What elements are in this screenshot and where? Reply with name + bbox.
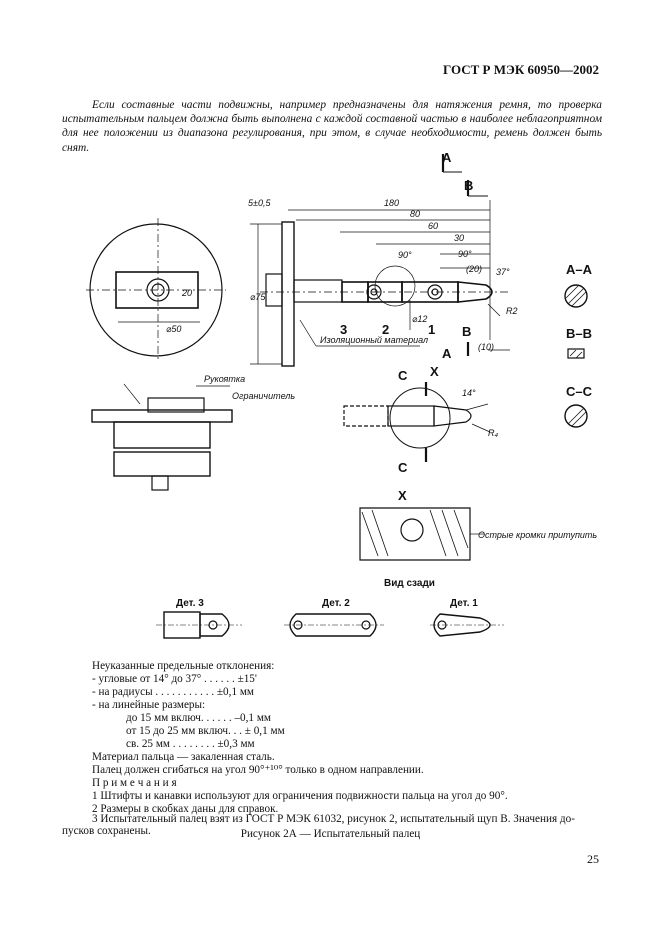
note-2: 2 Размеры в скобках даны для справок. [92,803,279,815]
technical-drawing: 5±0,5 180 80 60 30 90° 90° (20) 37° 20 ⌀… [86,150,597,639]
section-a-bottom: А [442,346,452,361]
angle-90a: 90° [398,250,412,260]
part-1-label: 1 [428,322,435,337]
angle-90b: 90° [458,249,472,259]
section-c-bottom: С [398,460,408,475]
label-bb: В–В [566,326,592,341]
dim-20-paren: (20) [466,264,482,274]
handle-label: Рукоятка [204,374,245,384]
dim-5: 5±0,5 [248,198,271,208]
label-aa: А–А [566,262,593,277]
material-line: Материал пальца — закаленная сталь. [92,751,275,763]
tolerance-linear: - на линейные размеры: [92,699,206,711]
notes-block: Неуказанные предельные отклонения: - угл… [92,660,612,816]
tolerance-radius: - на радиусы . . . . . . . . . . . ±0,1 … [92,686,254,698]
part-2-label: 2 [382,322,389,337]
intro-paragraph: Если составные части подвижны, например … [62,99,602,154]
det2-label: Дет. 2 [322,598,350,609]
note-3-block: 3 Испытательный палец взят из ГОСТ Р МЭК… [62,813,575,837]
detail-x-label: Х [398,488,407,503]
finger-rod-back [293,279,343,303]
tolerance-upto15: до 15 мм включ. . . . . . –0,1 мм [126,712,271,724]
tolerance-angular: - угловые от 14° до 37° . . . . . . ±15' [92,673,257,685]
part-3-label: 3 [340,322,347,337]
note-3-cont: пусков сохранены. [62,825,151,837]
handle-top [147,397,205,413]
limiter-plate [281,221,295,367]
handle-stem [151,475,169,491]
notes-heading: П р и м е ч а н и я [92,777,177,789]
finger-tip [457,281,493,303]
section-a-top: А [442,150,452,165]
note-3: 3 Испытательный палец взят из ГОСТ Р МЭК… [92,813,575,825]
tolerance-15to25: от 15 до 25 мм включ. . . ± 0,1 мм [126,725,285,737]
dim-80: 80 [410,209,420,219]
handle-block [113,421,211,449]
page-number: 25 [587,852,599,866]
det1-label: Дет. 1 [450,598,478,609]
section-b-top: В [464,178,473,193]
angle-14: 14° [462,388,476,398]
dim-12: ⌀12 [412,314,427,324]
dim-10: (10) [478,342,494,352]
rear-view-label: Вид сзади [384,578,435,589]
dim-60: 60 [428,221,438,231]
note-1: 1 Штифты и канавки используют для ограни… [92,790,508,802]
radius-r: R₄ [488,428,498,438]
figure-caption: Рисунок 2А — Испытательный палец [240,828,421,840]
handle-body [265,273,283,307]
dim-30: 30 [454,233,464,243]
dim-180: 180 [384,198,399,208]
tolerance-heading: Неуказанные предельные отклонения: [92,660,275,672]
section-c-top: С [398,368,408,383]
handle-block-2 [113,451,211,477]
tolerance-over25: св. 25 мм . . . . . . . . ±0,3 мм [126,738,255,750]
dim-20: 20 [181,288,192,298]
dim-75: ⌀75 [250,292,266,302]
section-x: Х [430,364,439,379]
det3-label: Дет. 3 [176,598,204,609]
angle-37: 37° [496,267,510,277]
dim-r2: R2 [506,306,518,316]
dim-50: ⌀50 [166,324,181,334]
bend-line: Палец должен сгибаться на угол 90°⁺¹⁰° т… [92,764,424,776]
limiter-label: Ограничитель [232,391,295,401]
label-cc: С–С [566,384,593,399]
section-b-bottom: В [462,324,471,339]
insulating-label: Изоляционный материал [320,335,428,345]
rounded-edges-note: Острые кромки притупить [478,530,597,540]
document-header: ГОСТ Р МЭК 60950—2002 [443,62,599,77]
